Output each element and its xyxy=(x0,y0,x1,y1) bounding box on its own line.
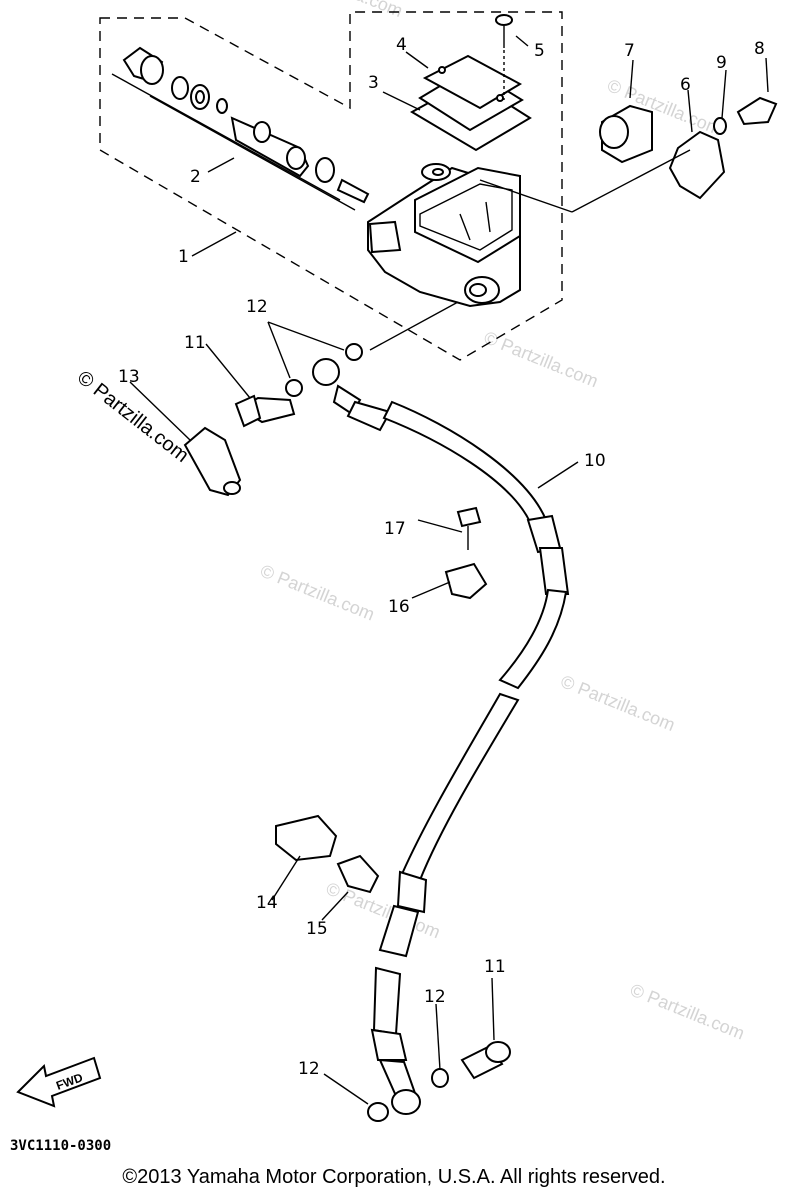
hose-clamp-16 xyxy=(444,506,488,600)
piston-kit xyxy=(111,46,370,211)
callout-8: 8 xyxy=(754,39,765,59)
callout-12-bottom: 12 xyxy=(298,1059,320,1079)
master-cylinder-body xyxy=(367,163,521,308)
callout-14: 14 xyxy=(256,893,278,913)
callout-1: 1 xyxy=(178,247,189,267)
assembly-outline xyxy=(99,11,563,361)
callout-12-mid: 12 xyxy=(424,987,446,1007)
hose-clamp-14 xyxy=(275,814,380,894)
callout-15: 15 xyxy=(306,919,328,939)
watermark: © Partzilla.com xyxy=(257,561,377,625)
callout-6: 6 xyxy=(680,75,691,95)
callout-3: 3 xyxy=(368,73,379,93)
callout-17: 17 xyxy=(384,519,406,539)
union-bolt-top xyxy=(234,301,459,428)
cover-13 xyxy=(129,381,242,497)
callout-12-top: 12 xyxy=(246,297,268,317)
callout-4: 4 xyxy=(396,35,407,55)
callout-9: 9 xyxy=(716,53,727,73)
callout-11-bottom: 11 xyxy=(484,957,506,977)
watermark: © Partzilla.com xyxy=(286,0,406,21)
callouts: 1 2 3 4 5 6 7 8 9 10 11 11 12 12 12 13 1… xyxy=(118,35,765,1079)
diagram-code: 3VC1110-0300 xyxy=(10,1138,112,1154)
copyright-notice: ©2013 Yamaha Motor Corporation, U.S.A. A… xyxy=(122,1166,666,1188)
callout-7: 7 xyxy=(624,41,635,61)
brake-hose xyxy=(312,358,570,1115)
leader-lines xyxy=(191,35,769,1105)
callout-2: 2 xyxy=(190,167,201,187)
lever-bracket xyxy=(479,96,778,213)
callout-13: 13 xyxy=(118,367,140,387)
reservoir-cap xyxy=(409,14,532,152)
callout-16: 16 xyxy=(388,597,410,617)
callout-10: 10 xyxy=(584,451,606,471)
fwd-arrow: FWD xyxy=(16,1056,102,1108)
watermark: © Partzilla.com xyxy=(627,980,747,1044)
callout-11-top: 11 xyxy=(184,333,206,353)
callout-5: 5 xyxy=(534,41,545,61)
watermark: © Partzilla.com xyxy=(558,671,678,735)
